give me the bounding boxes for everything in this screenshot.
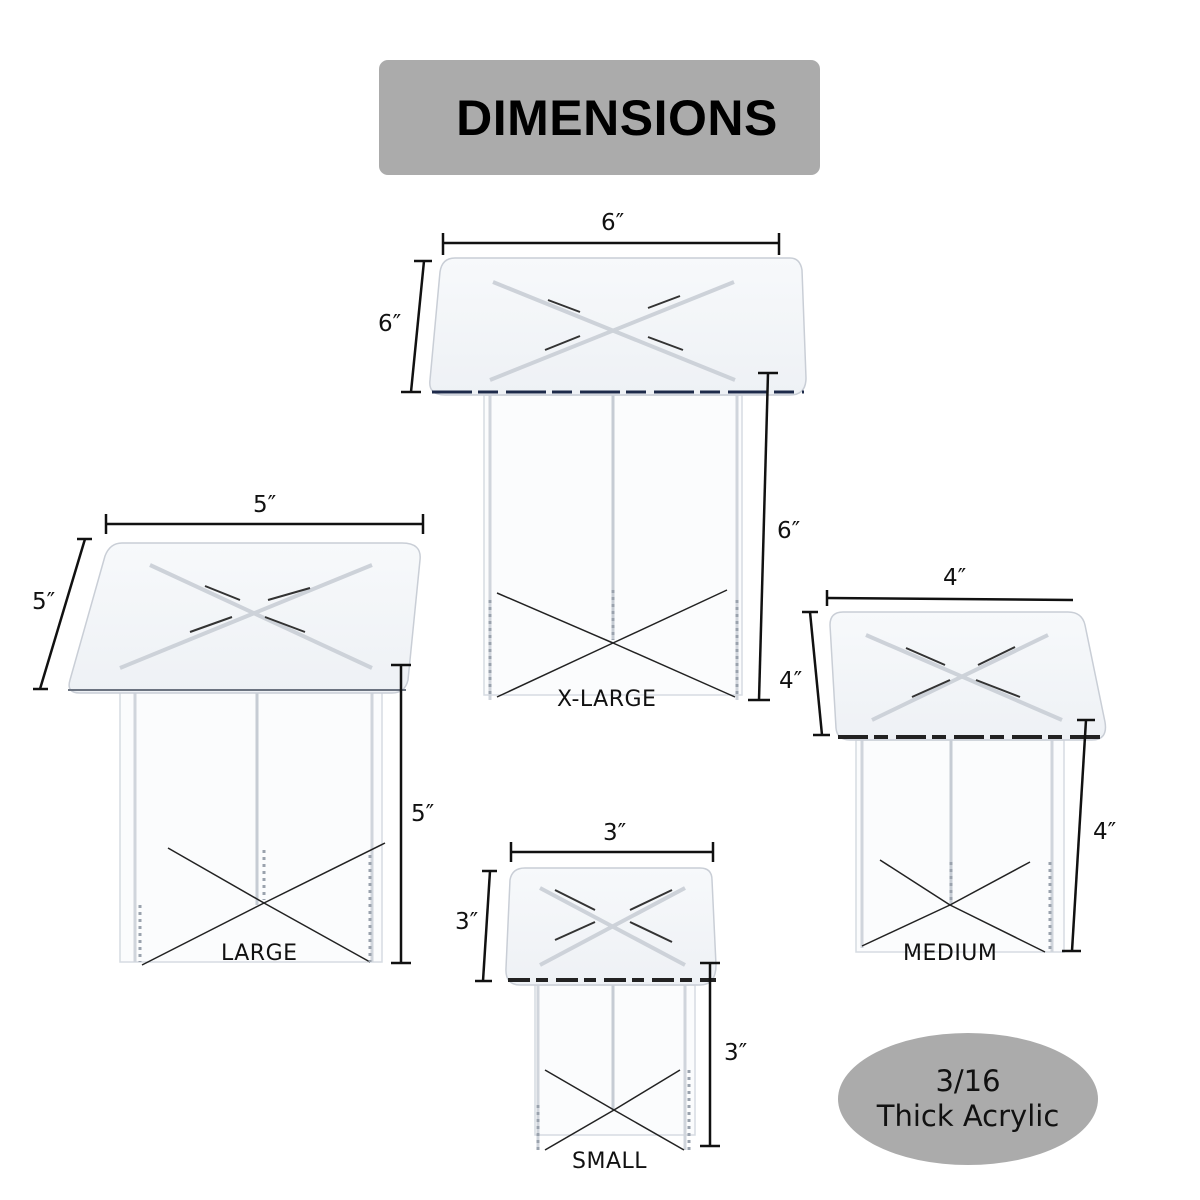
page-title: DIMENSIONS: [456, 89, 778, 146]
medium-height-label: 4″: [1093, 819, 1117, 845]
medium-depth-label: 4″: [779, 668, 803, 694]
large-stand: [68, 542, 421, 966]
medium-size-label: MEDIUM: [903, 941, 998, 966]
large-width-label: 5″: [253, 492, 277, 518]
small-height-label: 3″: [724, 1040, 748, 1066]
small-depth-label: 3″: [455, 909, 479, 935]
small-size-label: SMALL: [572, 1149, 648, 1174]
title-banner: DIMENSIONS: [379, 60, 820, 175]
small-stand: [505, 867, 717, 1151]
badge-thickness: 3/16: [935, 1064, 1001, 1099]
medium-width-label: 4″: [943, 565, 967, 591]
small-width-label: 3″: [603, 820, 627, 846]
xlarge-width-label: 6″: [601, 210, 625, 236]
large-size-label: LARGE: [221, 941, 298, 966]
dimension-lines: [33, 233, 1095, 1148]
large-height-label: 5″: [411, 801, 435, 827]
xlarge-size-label: X-LARGE: [557, 687, 657, 712]
medium-stand: [829, 611, 1107, 953]
xlarge-depth-label: 6″: [378, 311, 402, 337]
material-badge: 3/16 Thick Acrylic: [838, 1033, 1098, 1165]
xlarge-height-label: 6″: [777, 518, 801, 544]
xlarge-stand: [429, 257, 807, 700]
large-depth-label: 5″: [32, 589, 56, 615]
badge-material: Thick Acrylic: [876, 1099, 1060, 1133]
